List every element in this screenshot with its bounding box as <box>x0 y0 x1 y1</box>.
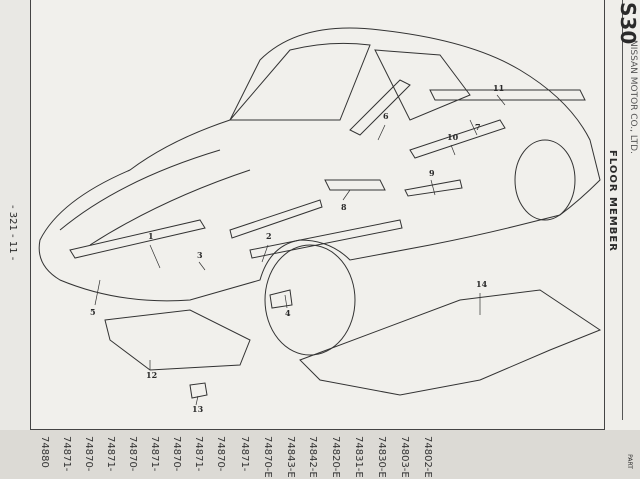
part-number: 74870- <box>83 436 94 472</box>
rear-wheel <box>514 139 576 221</box>
part-number: 74803-E <box>399 436 410 478</box>
callout-2: 2 <box>266 231 272 241</box>
windshield <box>228 42 371 121</box>
side-member <box>69 199 403 259</box>
part-column-label: PART <box>625 454 633 469</box>
callout-4: 4 <box>285 308 291 318</box>
callout-12: 12 <box>146 370 158 380</box>
callout-8: 8 <box>341 202 347 212</box>
rear-members <box>324 79 586 197</box>
bracket <box>189 289 293 399</box>
callout-1: 1 <box>148 231 154 241</box>
callout-3: 3 <box>197 250 203 260</box>
part-number: 74880 <box>39 436 50 468</box>
divider <box>622 0 623 420</box>
callout-9: 9 <box>429 168 435 178</box>
part-number: 74802-E <box>422 436 433 478</box>
part-number: 74871- <box>193 436 204 472</box>
part-number: 74870- <box>127 436 138 472</box>
part-number: 74871- <box>239 436 250 472</box>
side-window <box>374 49 471 121</box>
part-number: 74831-E <box>353 436 364 478</box>
part-number: 74871- <box>61 436 72 472</box>
next-page-strip <box>0 430 640 479</box>
callout-10: 10 <box>447 132 459 142</box>
car-exploded-diagram <box>38 27 602 406</box>
part-number: 74871- <box>149 436 160 472</box>
part-number: 74843-E <box>285 436 296 478</box>
part-number: 74870- <box>171 436 182 472</box>
part-number: 74830-E <box>376 436 387 478</box>
part-number: 74870-E <box>262 436 273 478</box>
floor-tray <box>104 309 251 371</box>
part-number: 74820-E <box>330 436 341 478</box>
undercover <box>299 289 602 396</box>
hood-line <box>59 149 251 246</box>
part-number: 74842-E <box>307 436 318 478</box>
callout-6: 6 <box>383 111 389 121</box>
callout-5: 5 <box>90 307 96 317</box>
diagram-frame <box>30 0 605 430</box>
part-number: 74871- <box>105 436 116 472</box>
leader-lines <box>94 94 506 406</box>
callout-13: 13 <box>192 404 204 414</box>
front-wheel <box>264 244 356 356</box>
callout-11: 11 <box>493 83 505 93</box>
car-body-outline <box>38 27 601 302</box>
callout-7: 7 <box>475 122 481 132</box>
part-number: 74870- <box>215 436 226 472</box>
callout-14: 14 <box>476 279 488 289</box>
